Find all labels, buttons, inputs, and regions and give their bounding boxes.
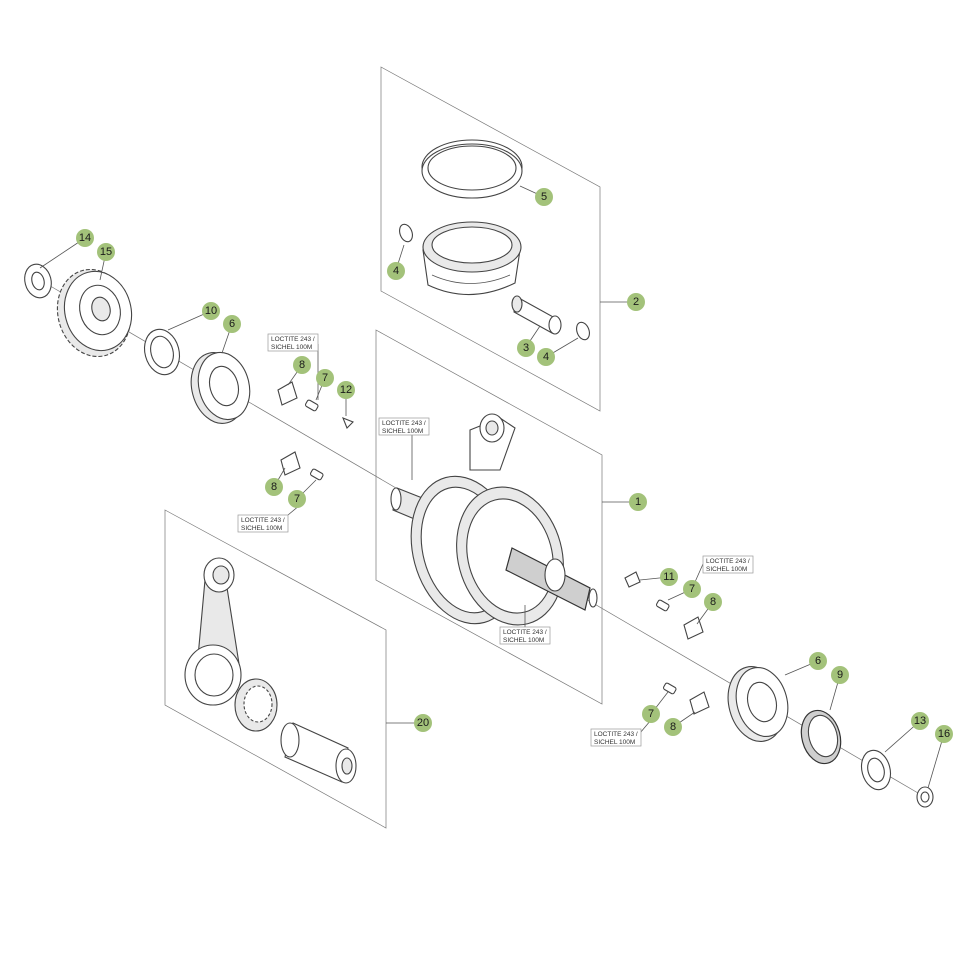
nut-right xyxy=(916,786,934,808)
svg-text:16: 16 xyxy=(938,728,950,740)
balance-plugs-right xyxy=(655,599,710,715)
note-text-line1: LOCTITE 243 / xyxy=(382,420,426,427)
note-text-line1: LOCTITE 243 / xyxy=(271,336,315,343)
note-box-5: LOCTITE 243 / SICHEL 100M xyxy=(499,626,551,645)
svg-text:9: 9 xyxy=(837,669,843,681)
callout-16: 16 xyxy=(935,725,953,743)
callout-6: 6 xyxy=(223,315,241,333)
svg-text:8: 8 xyxy=(670,721,676,733)
callout-8: 8 xyxy=(664,718,682,736)
piston-pin-circlips xyxy=(399,223,590,341)
conrod-group-frame xyxy=(164,509,387,829)
svg-text:6: 6 xyxy=(229,318,235,330)
note-box-3: LOCTITE 243 / SICHEL 100M xyxy=(237,514,289,533)
svg-text:8: 8 xyxy=(271,481,277,493)
callout-11: 11 xyxy=(660,568,678,586)
woodruff-key-right xyxy=(624,571,641,588)
callout-8: 8 xyxy=(704,593,722,611)
svg-text:6: 6 xyxy=(815,655,821,667)
svg-text:2: 2 xyxy=(633,296,639,308)
oil-seal-left xyxy=(143,328,181,376)
main-bearing-right xyxy=(727,666,789,742)
callout-12: 12 xyxy=(337,381,355,399)
callout-20: 20 xyxy=(414,714,432,732)
svg-text:7: 7 xyxy=(322,372,328,384)
svg-text:4: 4 xyxy=(543,351,549,363)
note-text-line2: SICHEL 100M xyxy=(503,637,544,644)
oil-seal-right xyxy=(800,709,842,765)
svg-text:8: 8 xyxy=(710,596,716,608)
callout-15: 15 xyxy=(97,243,115,261)
balance-plugs-left xyxy=(277,381,354,481)
svg-text:15: 15 xyxy=(100,246,112,258)
crankshaft-group-frame xyxy=(375,329,603,705)
needle-bearing xyxy=(234,678,278,732)
svg-text:20: 20 xyxy=(417,717,429,729)
svg-text:14: 14 xyxy=(79,232,91,244)
primary-gear xyxy=(56,268,133,358)
callout-8: 8 xyxy=(265,478,283,496)
svg-text:10: 10 xyxy=(205,305,217,317)
crank-pin xyxy=(280,722,357,784)
note-box-6: LOCTITE 243 / SICHEL 100M xyxy=(590,728,642,747)
callout-8: 8 xyxy=(293,356,311,374)
note-text-line1: LOCTITE 243 / xyxy=(503,629,547,636)
note-box-2: LOCTITE 243 / SICHEL 100M xyxy=(378,417,430,436)
note-text-line1: LOCTITE 243 / xyxy=(241,517,285,524)
callout-13: 13 xyxy=(911,712,929,730)
callout-14: 14 xyxy=(76,229,94,247)
svg-text:8: 8 xyxy=(299,359,305,371)
note-text-line2: SICHEL 100M xyxy=(382,428,423,435)
piston-rings xyxy=(421,139,523,199)
svg-text:13: 13 xyxy=(914,715,926,727)
callout-1: 1 xyxy=(629,493,647,511)
callout-5: 5 xyxy=(535,188,553,206)
svg-text:4: 4 xyxy=(393,265,399,277)
piston-pin xyxy=(511,295,562,335)
note-text-line1: LOCTITE 243 / xyxy=(706,558,750,565)
svg-text:7: 7 xyxy=(648,708,654,720)
note-text-line2: SICHEL 100M xyxy=(594,739,635,746)
svg-text:7: 7 xyxy=(294,493,300,505)
note-box-1: LOCTITE 243 / SICHEL 100M xyxy=(267,333,319,352)
note-text-line2: SICHEL 100M xyxy=(271,344,312,351)
note-text-line1: LOCTITE 243 / xyxy=(594,731,638,738)
note-box-4: LOCTITE 243 / SICHEL 100M xyxy=(702,555,754,574)
connecting-rod xyxy=(184,557,242,706)
spacer-right xyxy=(860,749,892,791)
svg-text:1: 1 xyxy=(635,496,641,508)
callout-10: 10 xyxy=(202,302,220,320)
callout-7: 7 xyxy=(642,705,660,723)
callout-7: 7 xyxy=(316,369,334,387)
note-text-line2: SICHEL 100M xyxy=(706,566,747,573)
svg-text:3: 3 xyxy=(523,342,529,354)
svg-text:12: 12 xyxy=(340,384,352,396)
callout-7: 7 xyxy=(288,490,306,508)
note-text-line2: SICHEL 100M xyxy=(241,525,282,532)
callout-7: 7 xyxy=(683,580,701,598)
svg-text:11: 11 xyxy=(663,571,674,583)
callout-2: 2 xyxy=(627,293,645,311)
main-bearing-left xyxy=(190,351,251,424)
svg-text:5: 5 xyxy=(541,191,547,203)
svg-text:7: 7 xyxy=(689,583,695,595)
callout-6: 6 xyxy=(809,652,827,670)
piston xyxy=(422,221,522,296)
piston-group-frame xyxy=(380,66,601,412)
callout-3: 3 xyxy=(517,339,535,357)
crankshaft xyxy=(390,413,598,626)
callout-4: 4 xyxy=(387,262,405,280)
thrust-washer-left xyxy=(24,263,52,299)
callout-9: 9 xyxy=(831,666,849,684)
callout-4: 4 xyxy=(537,348,555,366)
